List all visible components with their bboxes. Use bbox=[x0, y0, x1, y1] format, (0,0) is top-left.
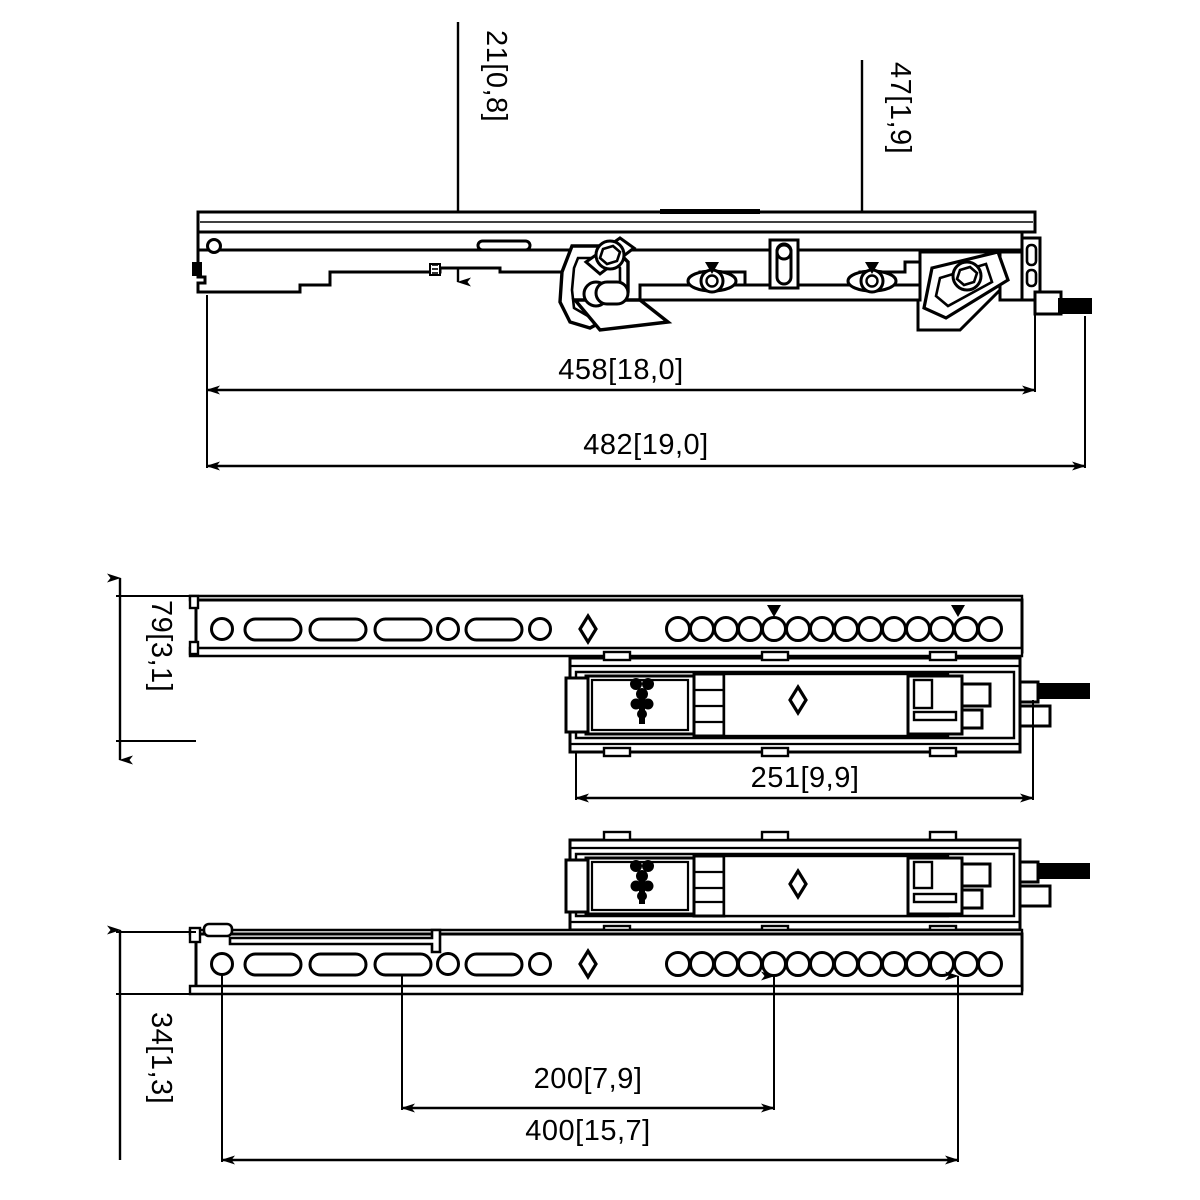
dimension-34-label: 34[1,3] bbox=[145, 1012, 177, 1104]
top-hole-group-right bbox=[665, 616, 1003, 642]
bottom-hole-group-left bbox=[210, 952, 552, 977]
top-carriage bbox=[564, 650, 1090, 758]
side-end-fitting bbox=[1020, 236, 1092, 316]
dimension-21-label: 21[0,8] bbox=[480, 30, 512, 122]
dimension-47: 47[1,9] bbox=[860, 60, 916, 285]
bottom-hole-group-right bbox=[665, 951, 1003, 977]
dimension-200-label: 200[7,9] bbox=[534, 1063, 643, 1095]
dimension-482-label: 482[19,0] bbox=[583, 429, 708, 461]
dimension-251: 251[9,9] bbox=[575, 762, 1034, 803]
side-roller-1 bbox=[686, 262, 738, 294]
dimension-47-label: 47[1,9] bbox=[884, 62, 916, 154]
dimension-458-label: 458[18,0] bbox=[558, 354, 683, 386]
side-lever-arm bbox=[916, 250, 1024, 332]
dimension-200: 200[7,9] bbox=[401, 1063, 775, 1113]
top-carriage-stud bbox=[1038, 683, 1090, 699]
side-slot-bracket bbox=[768, 238, 800, 290]
side-rail-hole bbox=[206, 238, 222, 254]
dimension-482: 482[19,0] bbox=[206, 429, 1086, 471]
side-rail-slot bbox=[476, 239, 532, 252]
bottom-spring-detail bbox=[630, 860, 654, 904]
bottom-release-bar bbox=[228, 928, 442, 954]
side-roller-2 bbox=[846, 262, 898, 294]
side-view: 21[0,8] 47[1,9] bbox=[192, 22, 1092, 471]
dimension-79-label: 79[3,1] bbox=[145, 600, 177, 692]
dimension-251-label: 251[9,9] bbox=[751, 762, 860, 794]
side-rail-end-tab bbox=[192, 262, 202, 276]
top-view: 79[3,1] bbox=[107, 573, 1090, 803]
bottom-carriage-stud bbox=[1038, 863, 1090, 879]
dimension-400-label: 400[15,7] bbox=[525, 1115, 650, 1147]
bottom-view: 34[1,3] 200[7,9] 400[15,7] bbox=[107, 830, 1090, 1165]
side-latch-hook bbox=[558, 244, 673, 332]
bottom-carriage bbox=[564, 830, 1090, 936]
side-pivot-bolt-left bbox=[583, 236, 637, 276]
dimension-400: 400[15,7] bbox=[221, 1115, 959, 1165]
top-hole-group-left bbox=[210, 617, 552, 642]
side-end-stud bbox=[1058, 298, 1092, 314]
top-spring-detail bbox=[630, 678, 654, 724]
dimension-79: 79[3,1] bbox=[107, 573, 196, 765]
dimension-34: 34[1,3] bbox=[107, 925, 196, 1160]
dimension-458: 458[18,0] bbox=[206, 354, 1036, 395]
